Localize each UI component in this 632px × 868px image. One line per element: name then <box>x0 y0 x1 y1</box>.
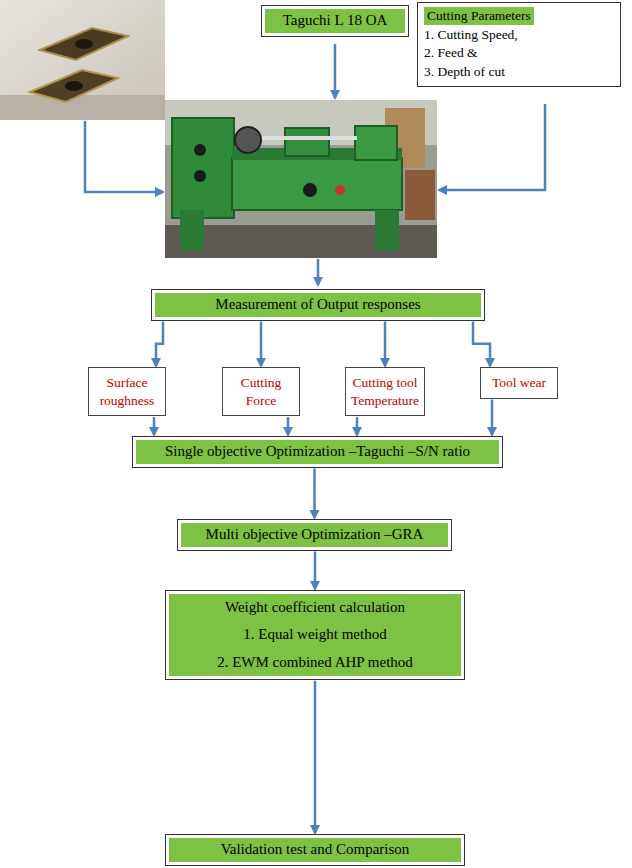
lathe-photo <box>165 100 437 258</box>
box-label: Weight coefficient calculation <box>169 594 461 621</box>
process-box: Measurement of Output responses <box>151 289 485 321</box>
box-label: Cutting tool Temperature <box>350 374 420 409</box>
flow-arrow <box>287 417 290 435</box>
box-label: Cutting Force <box>227 374 295 409</box>
flow-arrow <box>313 469 316 519</box>
flow-arrow <box>473 322 490 367</box>
parameter-box: Cutting Parameters1. Cutting Speed,2. Fe… <box>417 2 621 87</box>
process-box: Single objective Optimization –Taguchi –… <box>132 436 503 468</box>
response-box: Cutting Force <box>222 367 300 416</box>
box-text: 3. Depth of cut <box>424 63 614 81</box>
box-label: Measurement of Output responses <box>155 293 481 317</box>
flow-arrow <box>314 552 317 590</box>
flow-arrow <box>384 322 387 367</box>
box-text: 1. Cutting Speed, <box>424 26 614 44</box>
box-label: Taguchi L 18 OA <box>265 9 405 33</box>
box-text: 2. Feed & <box>424 44 614 62</box>
flow-arrow <box>153 417 156 435</box>
method-box: Taguchi L 18 OA <box>261 5 409 37</box>
box-label: Cutting Parameters <box>424 7 534 25</box>
box-label: Surface roughness <box>93 374 161 409</box>
flow-arrow <box>491 400 494 435</box>
response-box: Tool wear <box>480 367 558 399</box>
response-box: Cutting tool Temperature <box>345 367 425 416</box>
box-label: Multi objective Optimization –GRA <box>181 523 448 547</box>
process-box: Multi objective Optimization –GRA <box>177 519 452 551</box>
box-label: Tool wear <box>485 374 553 392</box>
response-box: Surface roughness <box>88 367 166 416</box>
box-text: 1. Equal weight method <box>169 621 461 648</box>
process-box: Weight coefficient calculation1. Equal w… <box>165 590 465 680</box>
box-text: 2. EWM combined AHP method <box>169 649 461 676</box>
flow-arrow <box>356 417 359 435</box>
insert-photo <box>0 0 165 120</box>
flow-arrow <box>314 681 317 833</box>
box-label: Validation test and Comparison <box>169 838 461 862</box>
box-label: Single objective Optimization –Taguchi –… <box>136 440 499 464</box>
flow-arrow <box>260 322 263 367</box>
flow-arrow <box>156 322 163 367</box>
process-box: Validation test and Comparison <box>165 834 465 866</box>
